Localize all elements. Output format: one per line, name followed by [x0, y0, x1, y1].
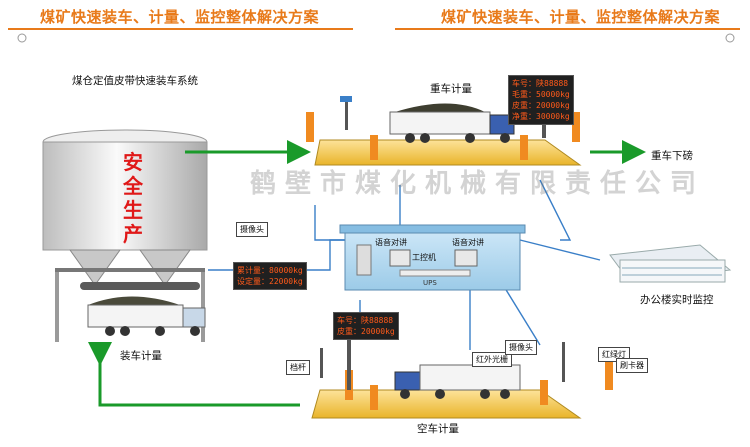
empty-scale-platform: [311, 340, 613, 419]
empty-label: 空车计量: [417, 423, 459, 435]
coal-silo: [42, 129, 208, 342]
silo-text: 安全生产: [123, 150, 143, 246]
header-lines: [8, 28, 740, 43]
heavy-label: 重车计量: [430, 83, 472, 95]
heavy-display-line1: 车号：陕88888: [512, 79, 569, 88]
gate-tag: 档杆: [286, 360, 310, 375]
flow-arrows: [88, 140, 646, 407]
heavy-exit-label: 重车下磅: [651, 150, 693, 162]
control-label-left: 语音对讲: [375, 238, 407, 247]
loading-label: 装车计量: [120, 350, 162, 362]
office-label: 办公楼实时监控: [640, 294, 714, 306]
empty-display: 车号：陕88888 皮重：20000kg: [333, 312, 399, 340]
camera-tag: 摄像头: [505, 340, 537, 355]
infrared-tag: 红外光栅: [472, 352, 512, 367]
network-lines: [208, 179, 601, 350]
heavy-display-line2: 毛重：50000kg: [512, 90, 570, 99]
loading-display-line1: 累计量：80000kg: [237, 266, 303, 275]
ups-label: UPS: [423, 279, 437, 287]
control-room: [339, 224, 526, 291]
loading-truck: [87, 296, 206, 336]
heavy-display-line3: 皮重：20000kg: [512, 101, 570, 110]
card-reader-tag: 刷卡器: [616, 358, 648, 373]
heavy-display: 车号：陕88888 毛重：50000kg 皮重：20000kg 净重：30000…: [508, 75, 574, 125]
empty-display-line1: 车号：陕88888: [337, 316, 394, 325]
watermark: 鹤壁市煤化机械有限责任公司: [250, 169, 706, 199]
camera-label-left: 摄像头: [236, 222, 268, 237]
header-title-right: 煤矿快速装车、计量、监控整体解决方案: [440, 8, 720, 26]
control-label-mid: 工控机: [412, 253, 436, 262]
loading-display-line2: 设定量：22000kg: [237, 277, 303, 286]
header-title-left: 煤矿快速装车、计量、监控整体解决方案: [40, 8, 320, 26]
system-label: 煤仓定值皮带快速装车系统: [72, 75, 198, 87]
control-label-right: 语音对讲: [452, 238, 484, 247]
office-building: [609, 244, 732, 283]
empty-display-line2: 皮重：20000kg: [337, 327, 395, 336]
loading-display: 累计量：80000kg 设定量：22000kg: [233, 262, 307, 290]
heavy-display-line4: 净重：30000kg: [512, 112, 570, 121]
